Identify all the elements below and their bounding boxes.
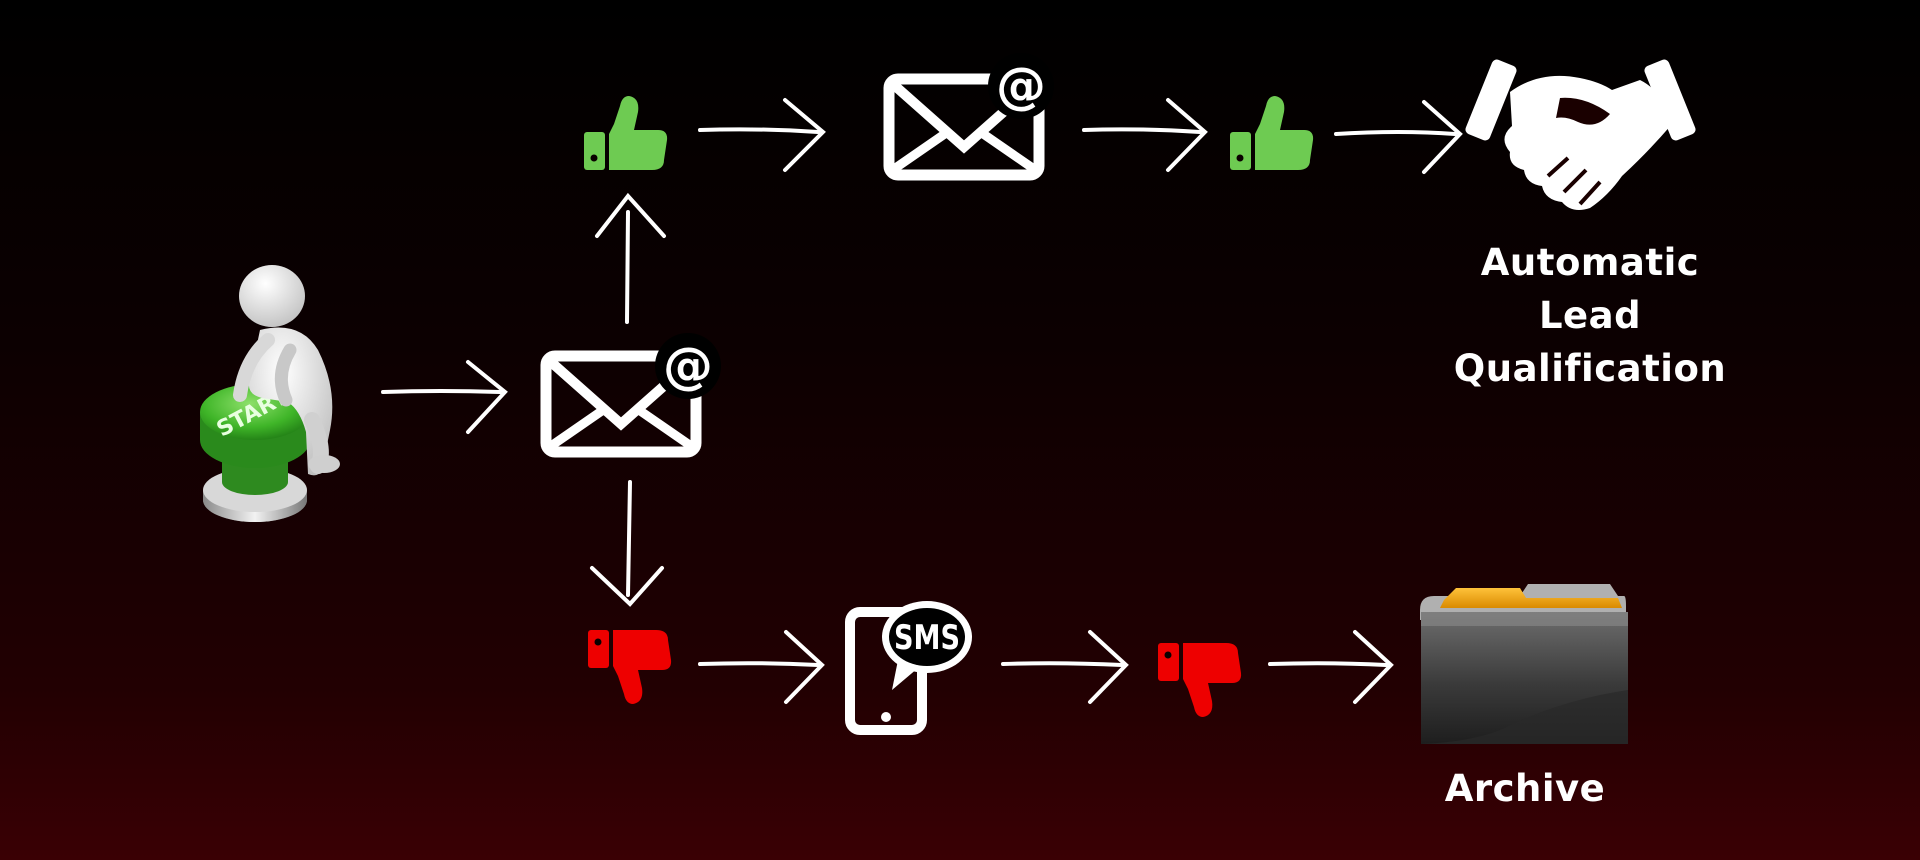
arrow-icon [700,100,823,170]
archive-label: Archive [1400,762,1650,815]
arrow-icon [700,632,822,702]
automatic-lead-qualification-label: Automatic Lead Qualification [1430,236,1750,395]
label-line: Automatic [1430,236,1750,289]
at-sign: @ [996,57,1046,115]
sms-phone-icon: SMS [850,601,972,730]
arrow-icon [1336,102,1460,172]
start-button-figure-icon: START [200,265,340,522]
arrow-icon [597,196,664,322]
arrow-icon [1270,632,1391,702]
label-line: Lead [1430,289,1750,342]
at-sign: @ [663,337,713,395]
arrow-icon [383,362,505,432]
email-icon: @ [889,53,1054,175]
arrow-icon [592,482,662,604]
thumbs-down-icon [588,630,671,704]
sms-text: SMS [894,618,960,658]
folder-icon [1420,584,1628,744]
arrow-icon [1003,632,1126,702]
thumbs-up-icon [584,96,667,170]
arrow-icon [1084,100,1205,170]
email-icon: @ [546,333,721,452]
thumbs-down-icon [1158,643,1241,717]
thumbs-up-icon [1230,96,1313,170]
handshake-icon [1464,58,1697,210]
label-line: Qualification [1430,342,1750,395]
